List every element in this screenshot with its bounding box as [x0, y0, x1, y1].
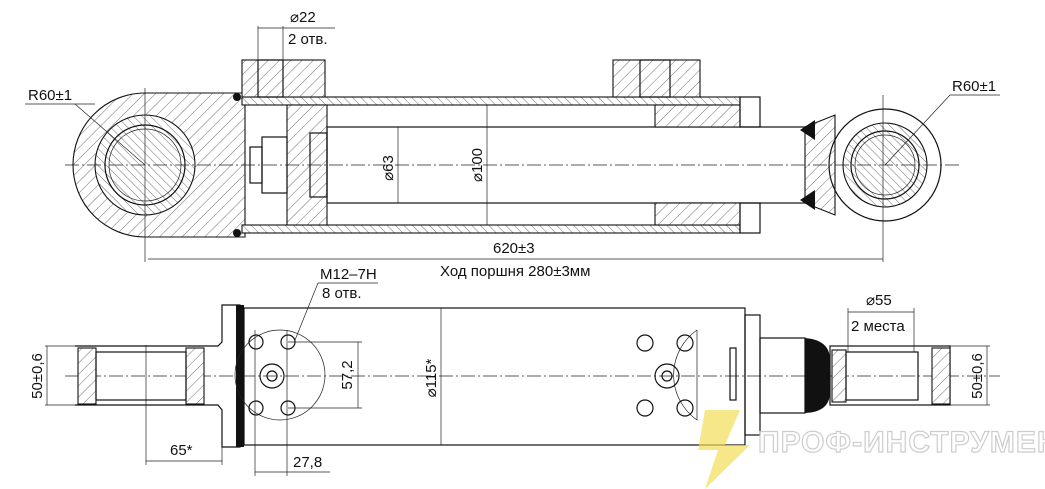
bottom-external-view: 50±0,6 50±0,6 65* 27,8 57,2 ⌀115* M12–7H…: [29, 266, 1000, 476]
port-right: [612, 59, 701, 98]
bearing-diameter-label: ⌀55: [866, 292, 892, 309]
tube-diameter-label: ⌀115*: [423, 358, 440, 397]
rod-diameter-label: ⌀63: [380, 155, 397, 181]
right-eye-width-label: 50±0,6: [969, 353, 986, 399]
right-radius-label: R60±1: [952, 78, 996, 95]
eye-offset-label: 65*: [170, 442, 193, 459]
horizontal-hole-spacing-label: 27,8: [293, 454, 322, 471]
port-plate-left: [234, 329, 326, 421]
port-hole-diameter-label: ⌀22: [290, 9, 316, 26]
bearing-count-label: 2 места: [851, 318, 905, 335]
cylinder-tube: [243, 307, 746, 446]
gland-top: [654, 104, 741, 128]
thread-count-label: 8 отв.: [322, 285, 362, 302]
stroke-label: Ход поршня 280±3мм: [440, 263, 590, 280]
gland-bottom: [654, 202, 741, 226]
tube-wall-bottom: [241, 224, 741, 234]
port-hole-count-label: 2 отв.: [288, 31, 328, 48]
thread-label: M12–7H: [320, 266, 377, 283]
rear-weld: [236, 305, 244, 447]
bore-diameter-label: ⌀100: [469, 148, 486, 182]
vertical-hole-spacing-label: 57,2: [339, 360, 356, 389]
rear-bearing-side: [95, 351, 187, 401]
left-radius-label: R60±1: [28, 87, 72, 104]
left-eye-width-label: 50±0,6: [29, 353, 46, 399]
tube-wall-top: [241, 96, 741, 106]
top-section-view: ⌀22 2 отв. R60±1 R60±1 ⌀63 ⌀100 620±3 Хо…: [25, 9, 1000, 280]
lightning-icon: [698, 410, 750, 489]
watermark-text: ПРОФ-ИНСТРУМЕНТ: [758, 426, 1045, 459]
overall-length-label: 620±3: [493, 240, 535, 257]
watermark-logo: ПРОФ-ИНСТРУМЕНТ: [698, 410, 1045, 489]
